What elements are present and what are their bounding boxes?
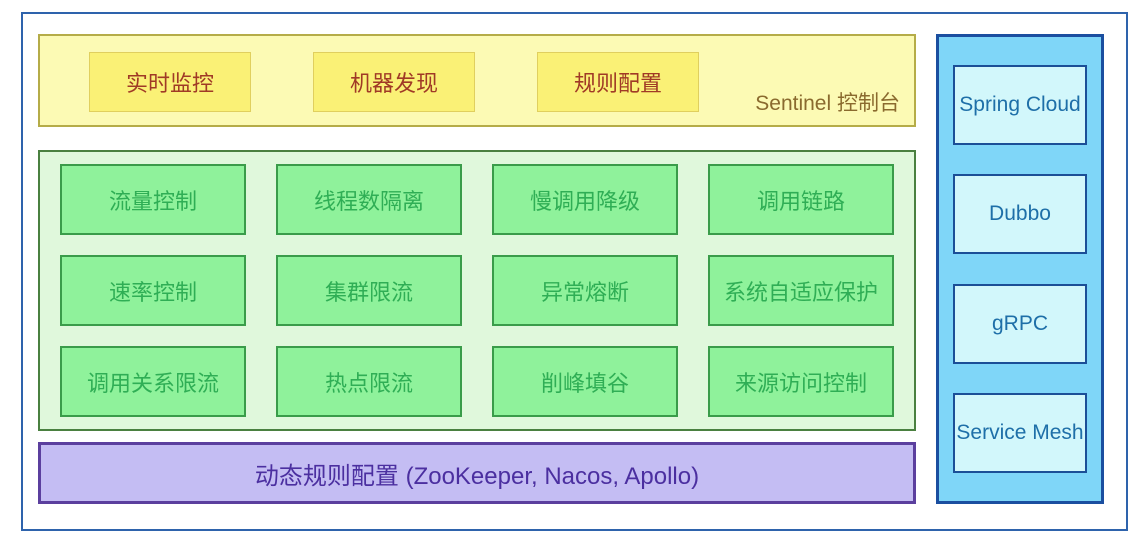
cell-relation-flow-control: 调用关系限流 <box>60 346 246 417</box>
cell-call-chain: 调用链路 <box>708 164 894 235</box>
adapter-service-mesh: Service Mesh <box>953 392 1087 473</box>
cell-hotspot-flow-control: 热点限流 <box>276 346 462 417</box>
adapter-spring-cloud: Spring Cloud <box>953 65 1087 145</box>
core-capabilities-panel: 流量控制 线程数隔离 慢调用降级 调用链路 速率控制 集群限流 异常熔断 系统自… <box>38 150 916 431</box>
cell-flow-control: 流量控制 <box>60 164 246 235</box>
feature-realtime-monitoring: 实时监控 <box>89 52 251 112</box>
console-panel: 实时监控 机器发现 规则配置 Sentinel 控制台 <box>38 34 916 127</box>
console-panel-title: Sentinel 控制台 <box>755 92 900 115</box>
cell-slow-call-degradation: 慢调用降级 <box>492 164 678 235</box>
adapter-grpc: gRPC <box>953 283 1087 364</box>
feature-machine-discovery: 机器发现 <box>313 52 475 112</box>
cell-peak-shaving: 削峰填谷 <box>492 346 678 417</box>
dynamic-rule-config-label: 动态规则配置 (ZooKeeper, Nacos, Apollo) <box>254 462 700 490</box>
cell-system-adaptive-protection: 系统自适应保护 <box>708 255 894 326</box>
cell-thread-isolation: 线程数隔离 <box>276 164 462 235</box>
console-feature-row: 实时监控 机器发现 规则配置 <box>89 52 914 112</box>
feature-rule-configuration: 规则配置 <box>537 52 699 112</box>
adapters-column: Spring Cloud Dubbo gRPC Service Mesh <box>936 34 1104 504</box>
adapter-dubbo: Dubbo <box>953 174 1087 255</box>
cell-cluster-flow-control: 集群限流 <box>276 255 462 326</box>
cell-exception-circuit-breaking: 异常熔断 <box>492 255 678 326</box>
cell-rate-control: 速率控制 <box>60 255 246 326</box>
left-stack: 实时监控 机器发现 规则配置 Sentinel 控制台 流量控制 线程数隔离 慢… <box>38 34 916 505</box>
dynamic-rule-config-bar: 动态规则配置 (ZooKeeper, Nacos, Apollo) <box>38 442 916 504</box>
cell-origin-access-control: 来源访问控制 <box>708 346 894 417</box>
sentinel-architecture-diagram: 实时监控 机器发现 规则配置 Sentinel 控制台 流量控制 线程数隔离 慢… <box>21 12 1128 531</box>
